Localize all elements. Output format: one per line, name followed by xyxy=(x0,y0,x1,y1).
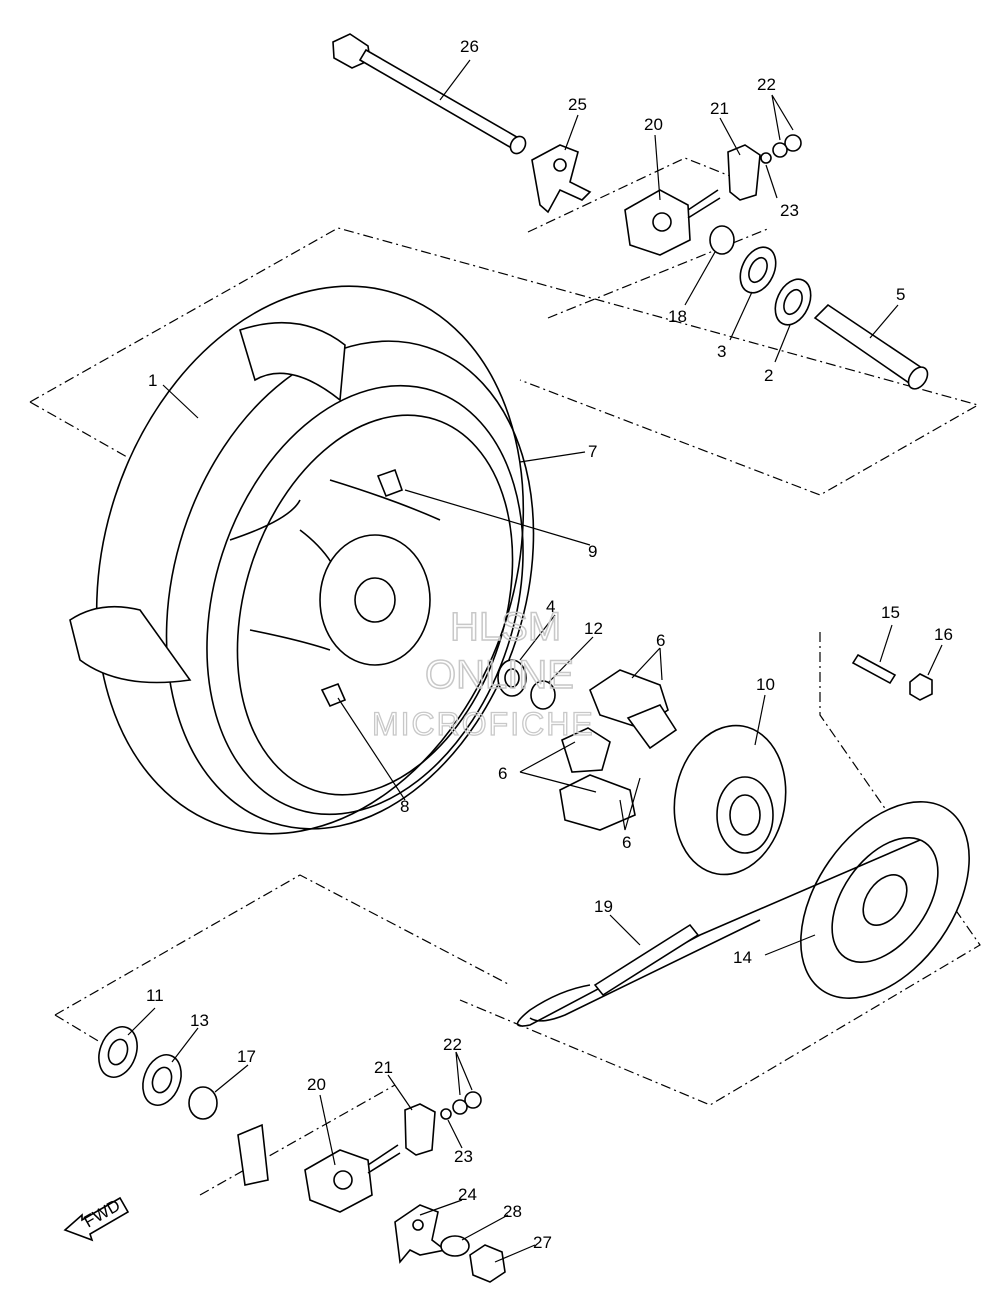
nut-16 xyxy=(909,673,933,701)
watermark-line2: ONLINE xyxy=(425,653,574,697)
bearing-3-inner xyxy=(748,256,768,284)
collar-17 xyxy=(188,1086,218,1120)
axle-shaft xyxy=(332,33,527,155)
callout-1: 1 xyxy=(148,371,157,390)
nut-top-2 xyxy=(772,142,788,158)
callout-14: 14 xyxy=(733,948,752,967)
callout-18: 18 xyxy=(668,307,687,326)
callout-28: 28 xyxy=(503,1202,522,1221)
rear-tire xyxy=(69,285,535,835)
callout-13: 13 xyxy=(190,1011,209,1030)
callout-6-bottom: 6 xyxy=(622,833,631,852)
callout-2: 2 xyxy=(764,366,773,385)
adjuster-plate-bottom xyxy=(404,1103,436,1156)
callout-8: 8 xyxy=(400,797,409,816)
plate-lower xyxy=(237,1123,269,1186)
damper-right xyxy=(626,704,678,750)
callout-22-lower: 22 xyxy=(443,1035,462,1054)
callout-24: 24 xyxy=(458,1185,477,1204)
callout-25: 25 xyxy=(568,95,587,114)
callout-12: 12 xyxy=(584,619,603,638)
bearing-13 xyxy=(142,1054,182,1106)
bearing-2 xyxy=(774,278,812,326)
bearing-4 xyxy=(497,659,527,697)
callout-10: 10 xyxy=(756,675,775,694)
lower-assembly-plane xyxy=(54,874,511,1196)
chain-section xyxy=(593,923,700,997)
callout-5: 5 xyxy=(896,285,905,304)
sprocket-plane xyxy=(459,632,981,1106)
fwd-arrow-icon: FWD xyxy=(63,1196,130,1242)
adjuster-plate-top xyxy=(727,144,761,201)
balance-weight-9 xyxy=(376,468,404,498)
collar-18 xyxy=(709,225,735,255)
watermark: HLSM ONLINE MICROFICHE xyxy=(371,604,595,742)
callout-9: 9 xyxy=(588,542,597,561)
bracket-hole-bottom xyxy=(412,1219,424,1231)
callout-4: 4 xyxy=(546,597,555,616)
bearing-11-inner xyxy=(107,1038,129,1066)
washer-top xyxy=(760,152,772,164)
spacer-tube-end xyxy=(907,366,929,390)
callout-20: 20 xyxy=(644,115,663,134)
upper-assembly-plane xyxy=(29,157,980,496)
stud-bolt-15 xyxy=(851,653,897,685)
bearing-2-inner xyxy=(783,288,803,316)
watermark-line3: MICROFICHE xyxy=(372,706,595,742)
callout-21: 21 xyxy=(710,99,729,118)
nut-bottom xyxy=(464,1091,482,1109)
callout-7: 7 xyxy=(588,442,597,461)
nut-bottom-2 xyxy=(452,1099,468,1115)
chain-puller-bracket-top xyxy=(531,144,592,214)
bracket-hole xyxy=(553,158,567,172)
callout-20-lower: 20 xyxy=(307,1075,326,1094)
callout-22: 22 xyxy=(757,75,776,94)
callout-17: 17 xyxy=(237,1047,256,1066)
leader-lines xyxy=(127,59,943,1263)
callout-6-left: 6 xyxy=(498,764,507,783)
clutch-hub-10 xyxy=(673,724,787,876)
bearing-11 xyxy=(98,1026,138,1078)
damper-lower-left xyxy=(561,727,611,773)
washer-28 xyxy=(440,1235,470,1257)
callout-23: 23 xyxy=(780,201,799,220)
watermark-line1: HLSM xyxy=(450,605,561,649)
rear-sprocket-14 xyxy=(800,801,970,999)
callout-21-lower: 21 xyxy=(374,1058,393,1077)
wheel-hub-spokes xyxy=(229,479,441,666)
callout-26: 26 xyxy=(460,37,479,56)
callout-6-top: 6 xyxy=(656,631,665,650)
collar-12 xyxy=(530,680,556,710)
callout-11: 11 xyxy=(146,986,164,1005)
chain-puller-bracket-bottom xyxy=(394,1204,447,1264)
callout-15: 15 xyxy=(881,603,900,622)
callout-labels: 26 25 20 21 22 23 18 3 2 5 1 7 9 4 12 6 … xyxy=(146,37,953,1252)
callout-16: 16 xyxy=(934,625,953,644)
damper-lower xyxy=(559,774,636,831)
bearing-3 xyxy=(739,246,777,294)
drive-chain-19 xyxy=(516,839,921,1027)
callout-19: 19 xyxy=(594,897,613,916)
axle-nut-27 xyxy=(469,1244,506,1283)
chain-adjuster-bottom xyxy=(304,1144,401,1213)
callout-3: 3 xyxy=(717,342,726,361)
nut-top xyxy=(784,134,802,152)
spacer-tube-5 xyxy=(813,303,927,387)
callout-23-lower: 23 xyxy=(454,1147,473,1166)
washer-bottom xyxy=(440,1108,452,1120)
chain-adjuster-top xyxy=(624,189,721,256)
bearing-4-inner xyxy=(504,668,520,688)
callout-27: 27 xyxy=(533,1233,552,1252)
bearing-13-inner xyxy=(151,1066,173,1094)
